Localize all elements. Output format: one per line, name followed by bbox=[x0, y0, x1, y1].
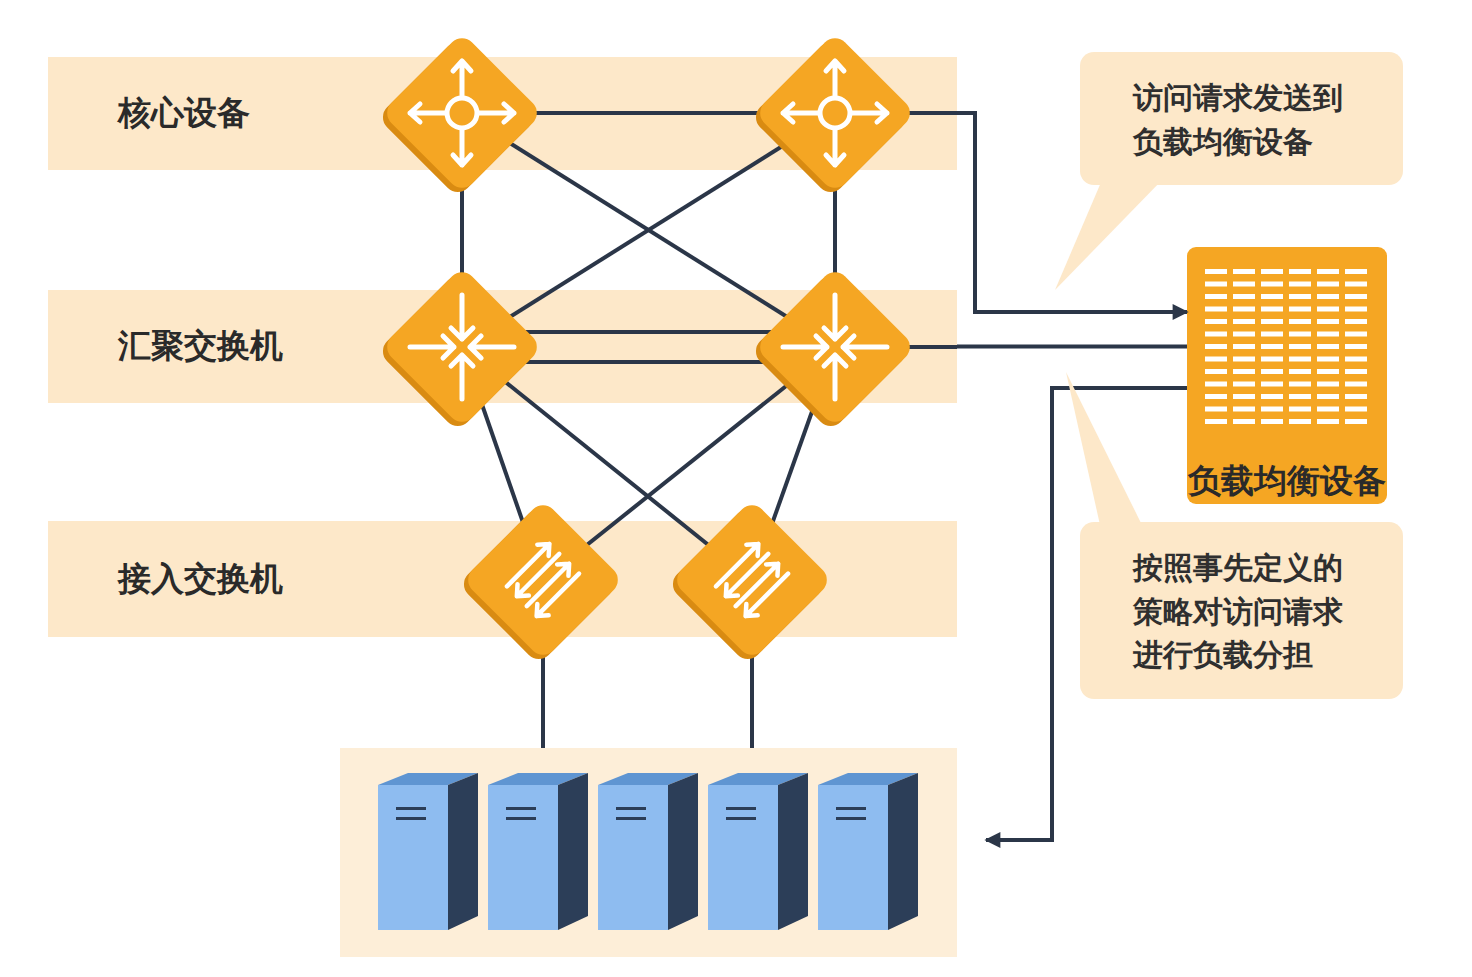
server-rack-pattern bbox=[1187, 247, 1387, 447]
layer-label: 汇聚交换机 bbox=[118, 324, 283, 369]
device-label: 负载均衡设备 bbox=[1147, 459, 1427, 504]
layer-label: 接入交换机 bbox=[118, 557, 283, 602]
callout-note: 按照事先定义的 策略对访问请求 进行负载分担 bbox=[1080, 522, 1403, 699]
load-balancer: 负载均衡设备 bbox=[1187, 247, 1387, 504]
callout-text: 按照事先定义的 策略对访问请求 进行负载分担 bbox=[1133, 546, 1383, 677]
connector bbox=[957, 345, 1187, 349]
callout-note: 访问请求发送到 负载均衡设备 bbox=[1080, 52, 1403, 185]
connector bbox=[957, 113, 1187, 312]
layer-label: 核心设备 bbox=[118, 91, 250, 136]
callout-text: 访问请求发送到 负载均衡设备 bbox=[1133, 76, 1383, 163]
